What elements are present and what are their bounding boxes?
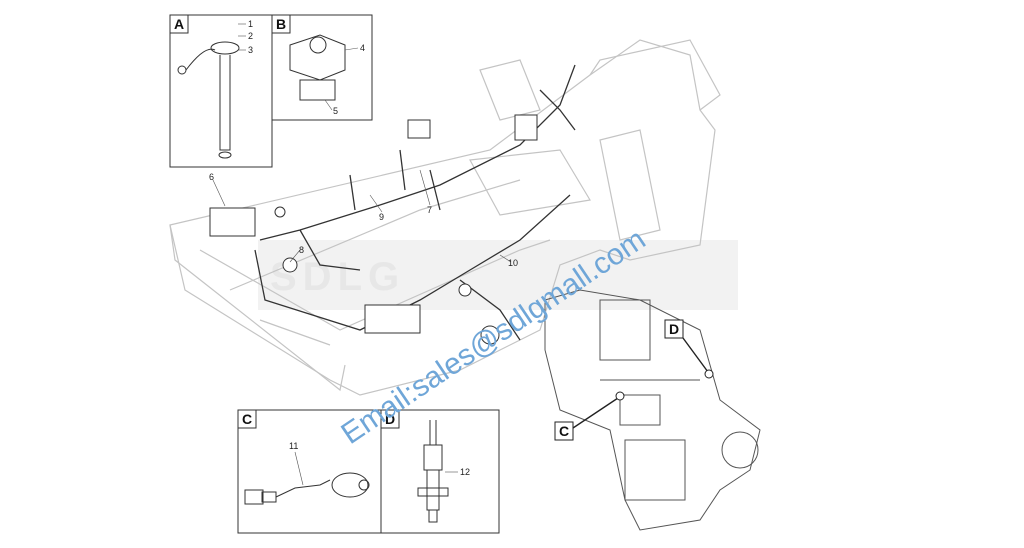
detail-view-d: D 12 bbox=[380, 409, 500, 534]
vehicle-frame bbox=[169, 39, 721, 396]
view-marker-c-label: C bbox=[559, 423, 569, 439]
callout-7: 7 bbox=[427, 205, 432, 215]
callout-6: 6 bbox=[209, 172, 214, 182]
main-components bbox=[209, 114, 538, 345]
view-marker-d-label: D bbox=[669, 321, 679, 337]
detail-d-tag: D bbox=[385, 411, 395, 427]
wiring-harness bbox=[254, 64, 576, 341]
detail-a-tag: A bbox=[174, 16, 184, 32]
horn-icon bbox=[289, 34, 346, 101]
detail-b-tag: B bbox=[276, 16, 286, 32]
brand-watermark: SDLG bbox=[258, 240, 738, 310]
detail-view-a: A 1 2 3 bbox=[169, 14, 273, 168]
callout-3: 3 bbox=[248, 45, 253, 55]
view-marker-c: C bbox=[554, 391, 625, 441]
main-callouts: 6 7 8 9 10 bbox=[209, 169, 518, 268]
callout-8: 8 bbox=[299, 245, 304, 255]
detail-c-tag: C bbox=[242, 411, 252, 427]
fuel-level-sensor-icon bbox=[177, 41, 240, 159]
view-marker-d: D bbox=[664, 319, 714, 379]
callout-10: 10 bbox=[508, 258, 518, 268]
callout-1: 1 bbox=[248, 19, 253, 29]
detail-view-b: B 4 5 bbox=[271, 14, 373, 121]
callout-9: 9 bbox=[379, 212, 384, 222]
callout-5: 5 bbox=[333, 106, 338, 116]
callout-2: 2 bbox=[248, 31, 253, 41]
callout-11: 11 bbox=[289, 441, 298, 451]
callout-4: 4 bbox=[360, 43, 365, 53]
speed-sensor-icon bbox=[417, 420, 449, 523]
detail-view-c: C 11 bbox=[237, 409, 382, 534]
callout-12: 12 bbox=[460, 467, 470, 477]
sensor-cable-icon bbox=[244, 472, 370, 505]
transmission-assembly bbox=[544, 289, 761, 531]
